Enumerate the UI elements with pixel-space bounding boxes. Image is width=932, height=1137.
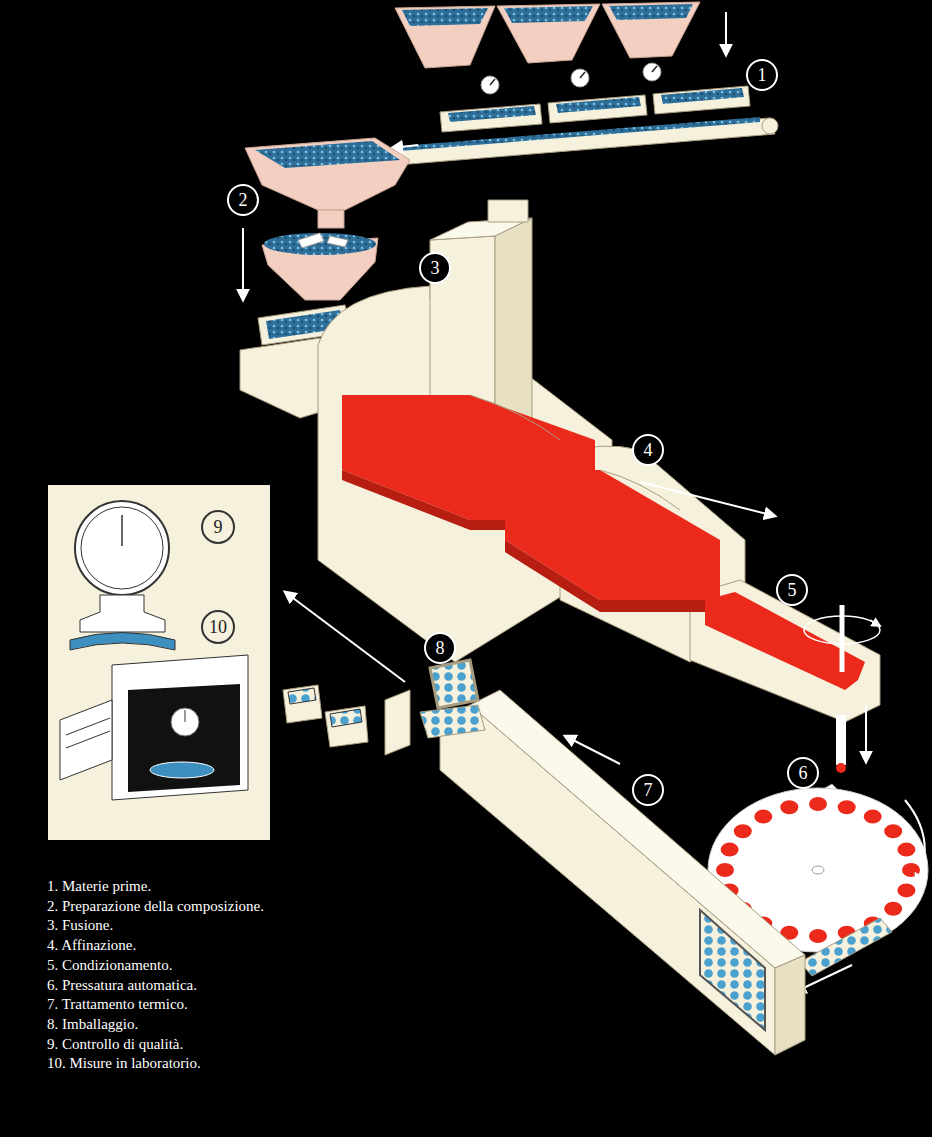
chute-line — [66, 718, 110, 748]
batch-material — [255, 141, 400, 168]
flow-arrow — [565, 736, 620, 764]
dial-needle — [121, 515, 123, 546]
crown-line — [470, 395, 680, 510]
glass-gob — [836, 763, 846, 773]
refining-glass-side — [505, 540, 720, 612]
callout-number: 6 — [799, 764, 808, 782]
gauge-stand — [80, 595, 165, 632]
shipping-box — [283, 685, 368, 747]
lehr-top — [470, 690, 805, 968]
key-entry: 2. Preparazione della composizione. — [47, 897, 264, 915]
callout-number: 7 — [644, 781, 653, 799]
weighing-gauge — [481, 63, 661, 94]
callout-circle: 2 — [227, 184, 259, 216]
dial-face — [81, 507, 163, 589]
flow-arrow — [725, 12, 727, 55]
callout-circle: 8 — [424, 632, 456, 664]
callout-number: 10 — [209, 618, 227, 636]
callout-number: 5 — [788, 581, 797, 599]
key-entry: 10. Misure in laboratorio. — [47, 1054, 201, 1072]
raw-material — [402, 4, 693, 26]
callout-number: 3 — [431, 259, 440, 277]
mixer-paddle — [298, 233, 348, 248]
callout-circle: 4 — [632, 434, 664, 466]
callout-number: 2 — [239, 191, 248, 209]
packing-tray — [420, 705, 485, 738]
belt-roller — [377, 118, 778, 166]
rotation-arrow — [870, 620, 880, 626]
gauge-needle — [490, 66, 657, 85]
instrument-dial — [171, 708, 199, 736]
key-entry: 3. Fusione. — [47, 916, 113, 934]
conveyor-belt — [380, 118, 775, 166]
key-entry: 6. Pressatura automatica. — [47, 976, 197, 994]
charging-base — [240, 338, 320, 418]
flow-arrow — [640, 482, 775, 516]
callout-circle: 9 — [201, 510, 235, 544]
packed-glass — [288, 688, 362, 727]
callout-circle: 1 — [746, 59, 778, 91]
instrument-chute — [60, 700, 112, 780]
raw-material — [400, 117, 760, 151]
hopper-spout — [318, 210, 344, 228]
instrument-chamber — [128, 684, 240, 792]
mixing-hopper — [245, 138, 410, 210]
sample-disc — [150, 762, 214, 778]
callout-circle: 7 — [632, 774, 664, 806]
key-entry: 9. Controllo di qualità. — [47, 1035, 183, 1053]
inset-panel — [48, 485, 270, 840]
refining-glass — [505, 470, 720, 600]
key-entry: 1. Materie prime. — [47, 877, 151, 895]
dial-gauge — [75, 501, 169, 595]
key-entry: 5. Condizionamento. — [47, 956, 172, 974]
callout-number: 8 — [436, 639, 445, 657]
gob-feeder — [836, 715, 846, 765]
flow-arrow — [865, 705, 867, 762]
callout-number: 4 — [644, 441, 653, 459]
glass-channel — [705, 592, 865, 690]
callout-number: 1 — [758, 66, 767, 84]
measured-lens — [70, 633, 175, 651]
annealing-lehr — [440, 705, 775, 1055]
key-entry: 7. Trattamento termico. — [47, 995, 188, 1013]
table-axis — [812, 866, 824, 874]
callout-circle: 3 — [419, 252, 451, 284]
key-entry: 8. Imballaggio. — [47, 1015, 138, 1033]
stirrer-rod — [840, 605, 845, 672]
callout-number: 9 — [214, 518, 223, 536]
key-entry: 4. Affinazione. — [47, 936, 136, 954]
hopper — [395, 2, 700, 68]
lehr-end — [775, 955, 805, 1055]
rotation-arrow — [905, 800, 925, 885]
callout-circle: 6 — [787, 757, 819, 789]
callout-circle: 10 — [201, 610, 235, 644]
raw-material — [448, 88, 744, 122]
lab-instrument — [112, 655, 248, 800]
flow-arrow — [242, 228, 244, 300]
packing-plate — [385, 690, 410, 755]
flow-arrow — [392, 145, 418, 148]
flow-arrow — [285, 592, 405, 682]
instrument-needle — [185, 710, 186, 722]
packing-rack — [430, 660, 478, 708]
chimney-outlet — [488, 200, 528, 222]
batch-material — [264, 233, 376, 255]
lehr-opening — [700, 910, 765, 1030]
callout-circle: 5 — [776, 574, 808, 606]
